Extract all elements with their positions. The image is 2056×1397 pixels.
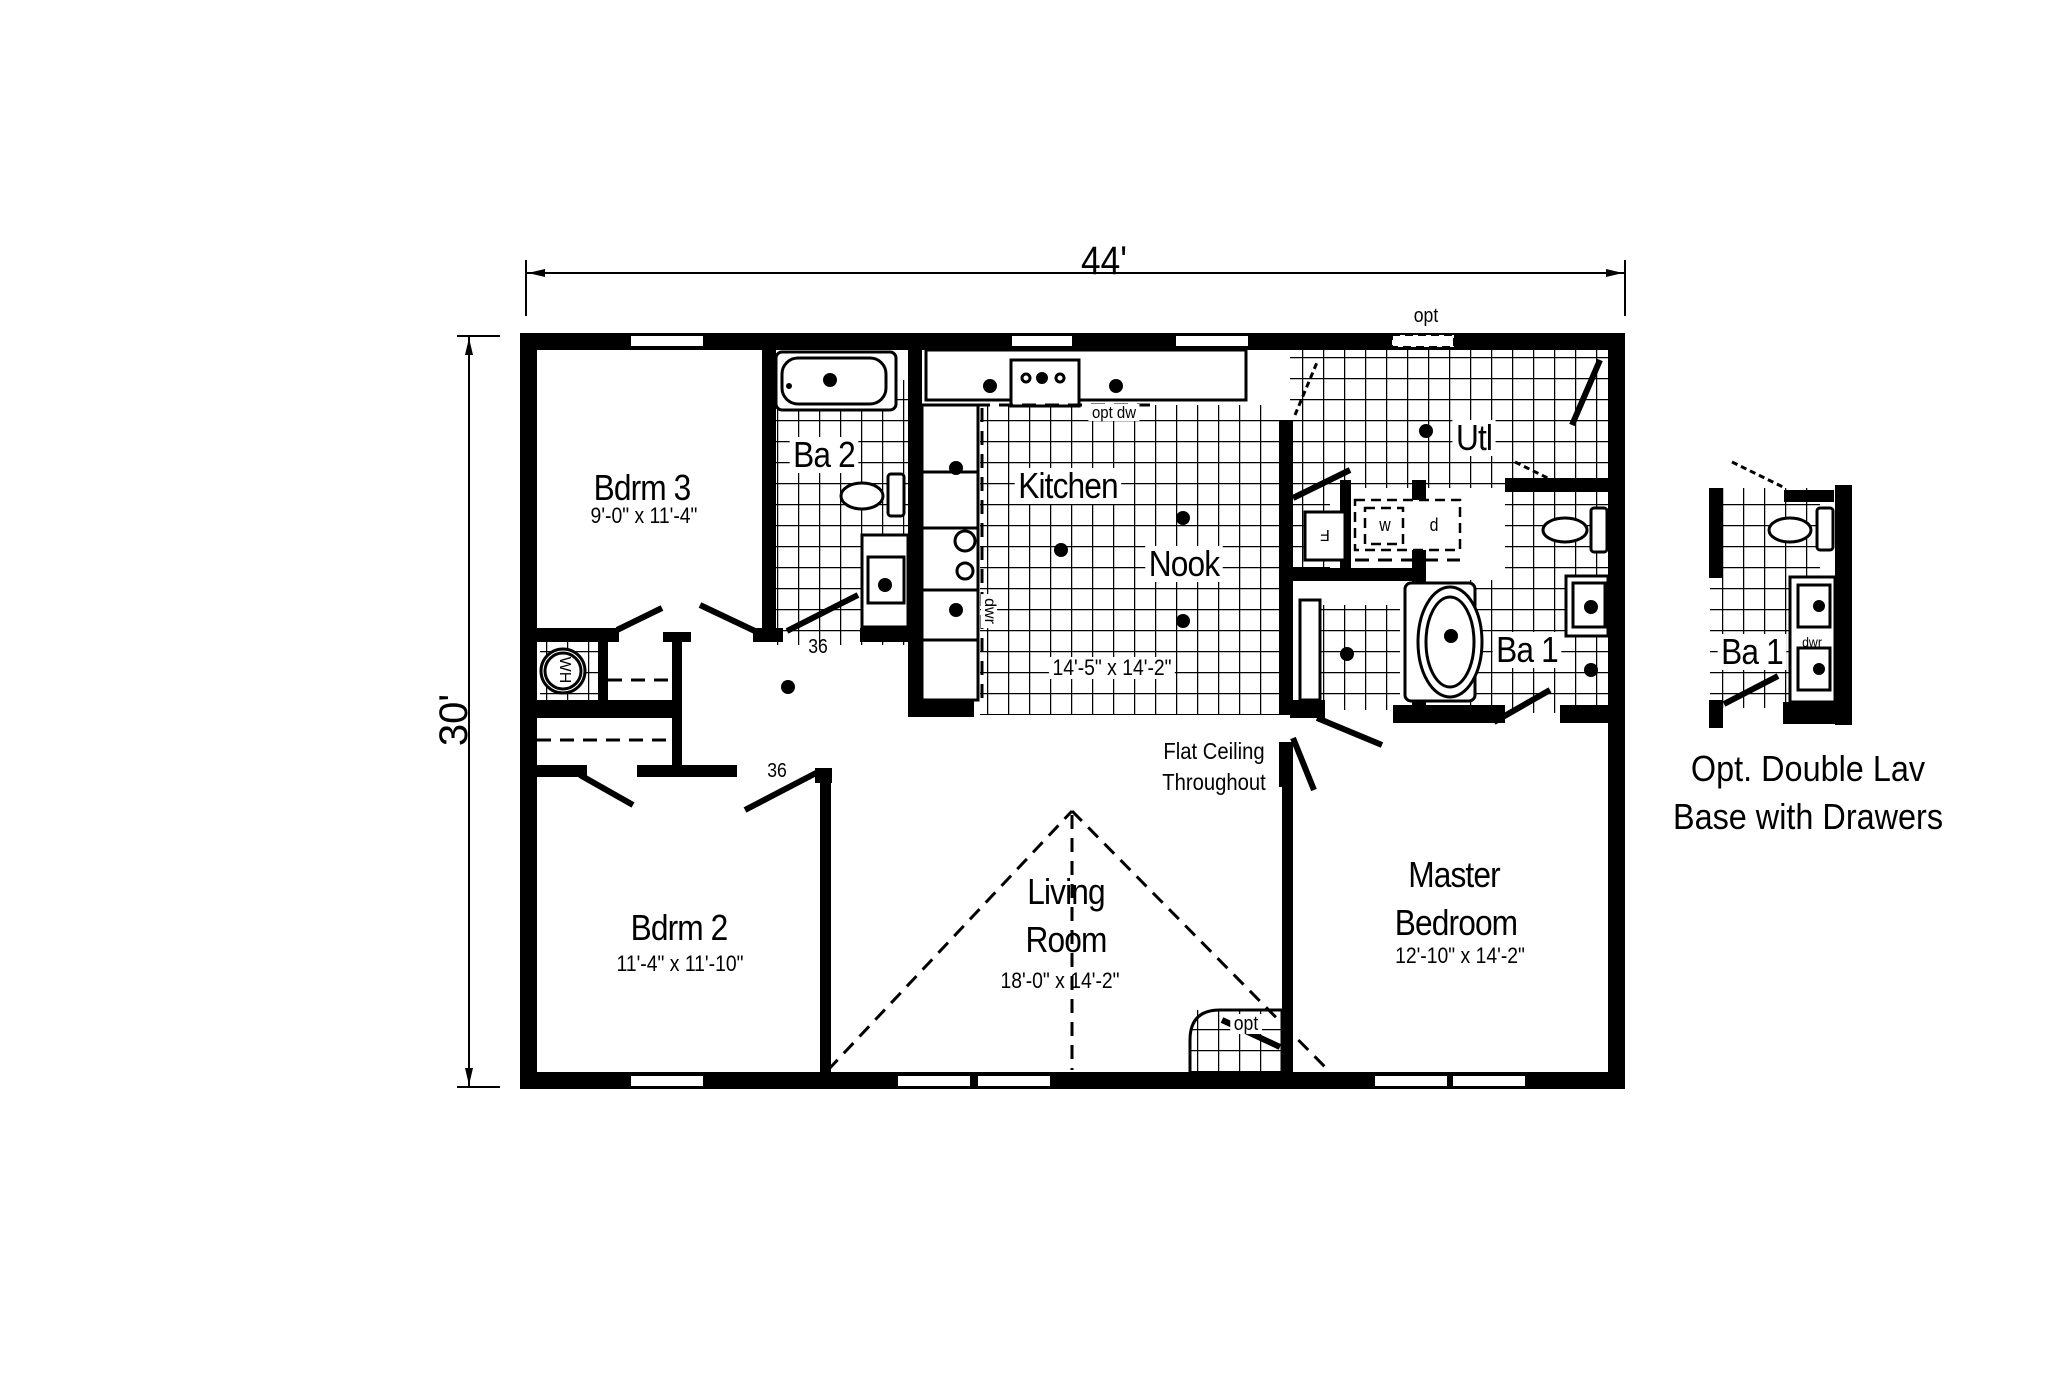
room-name-bdrm2: Bdrm 2: [630, 907, 729, 948]
width-dimension-line: [525, 260, 1626, 316]
room-name-living-line2: Room: [1025, 919, 1108, 960]
water-heater-label: WH: [556, 656, 573, 684]
room-name-ba1: Ba 1: [1492, 632, 1562, 668]
kitchen-drawer-label: dwr: [981, 594, 998, 628]
door-width-label-ba2: 36: [808, 636, 828, 658]
room-name-living-line1: Living: [1027, 871, 1105, 912]
room-name-master-line1: Master: [1408, 854, 1500, 895]
washer-label: w: [1379, 515, 1391, 535]
ceiling-note-line2: Throughout: [1162, 769, 1266, 795]
inset-room-name-ba1: Ba 1: [1717, 634, 1787, 670]
room-size-living: 18'-0" x 14'-2": [1000, 968, 1120, 993]
room-size-nook: 14'-5" x 14'-2": [1048, 657, 1176, 679]
room-name-ba2: Ba 2: [789, 437, 859, 473]
interior-walls: [537, 345, 1615, 1075]
windows: [629, 334, 1527, 1088]
room-name-nook: Nook: [1145, 546, 1223, 582]
optional-fireplace: [1188, 1008, 1284, 1072]
overall-depth-label: 30': [432, 693, 476, 747]
dryer-label: d: [1429, 515, 1439, 535]
vaulted-ceiling-lines: [826, 809, 1332, 1074]
fixtures: [537, 348, 1610, 742]
furnace-label: F: [1320, 526, 1330, 543]
exterior-walls: [520, 333, 1625, 1089]
optional-window-label: opt: [1413, 305, 1439, 327]
room-size-bdrm3: 9'-0" x 11'-4": [590, 503, 698, 528]
room-name-kitchen: Kitchen: [1014, 468, 1122, 504]
room-name-bdrm3: Bdrm 3: [593, 467, 692, 508]
depth-dimension-line: [457, 335, 500, 1088]
room-size-master: 12'-10" x 14'-2": [1395, 943, 1525, 968]
room-name-master-line2: Bedroom: [1394, 902, 1518, 943]
overall-width-label: 44': [1081, 239, 1127, 283]
inset-caption-line1: Opt. Double Lav: [1690, 748, 1926, 789]
room-size-bdrm2: 11'-4" x 11'-10": [616, 951, 744, 976]
optional-dishwasher-label: opt dw: [1088, 404, 1140, 421]
inset-double-lav: [1709, 460, 1852, 728]
door-width-label-bdrm2: 36: [767, 760, 787, 782]
optional-fireplace-label: opt: [1230, 1014, 1262, 1034]
ceiling-note-line1: Flat Ceiling: [1163, 738, 1265, 764]
inset-drawer-label: dwr: [1802, 634, 1822, 650]
room-name-utl: Utl: [1452, 420, 1496, 456]
inset-caption-line2: Base with Drawers: [1672, 796, 1944, 837]
